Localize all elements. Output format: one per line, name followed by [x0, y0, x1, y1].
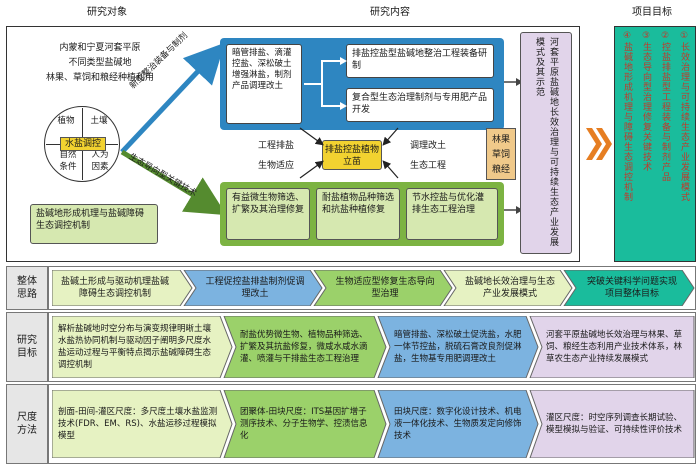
bio-box-microbe: 有益微生物筛选、扩繁及其治理修复	[226, 188, 310, 240]
row-band-methods	[48, 384, 696, 464]
flow-conditioning: 调理改土	[409, 141, 446, 151]
row-label-objectives-text: 研究目标	[17, 335, 37, 359]
goal-3: ③生态导向型治理修复关键技术	[641, 31, 651, 172]
approach-1: 盐碱土形成与驱动机理盐碱障碍生态调控机制	[60, 277, 169, 299]
header-goals: 项目目标	[632, 7, 672, 18]
row-label-approach-text: 整体思路	[17, 276, 37, 300]
bio-box-irrigation: 节水控盐与优化灌排生态工程治理	[406, 188, 498, 240]
object-region-2: 不同类型盐碱地	[68, 58, 132, 68]
row-label-methods: 尺度方法	[6, 384, 48, 464]
mechanism-box: 盐碱地形成机理与盐碱障碍生态调控机制	[30, 204, 158, 244]
method-2: 团聚体-田块尺度：ITS基因扩增子测序技术、分子生物学、控渍信息化	[240, 407, 368, 441]
pattern-text: 河套平原盐碱地长效治理与可持续生态产业发展模式及其示范	[534, 37, 558, 247]
arrow-upper	[120, 42, 225, 154]
quadrant-nature: 自然条件	[59, 150, 77, 172]
row-label-methods-text: 尺度方法	[17, 412, 37, 436]
method-1: 剖面-田间-灌区尺度：多尺度土壤水盐监测技术(FDR、EM、RS)、水盐运移过程…	[58, 407, 218, 441]
row-objectives-chevrons	[52, 316, 695, 378]
approach-5: 突破关键科学问题实现项目整体目标	[586, 277, 677, 299]
branch-arrows	[120, 42, 227, 216]
seedling-box: 排盐控盐植物立苗	[322, 140, 382, 170]
header-content: 研究内容	[370, 7, 410, 18]
goals-box: ①长效治理与可持续生态产业发展模式 ②控盐排盐型工程装备与制剂产品 ③生态导向型…	[614, 26, 696, 262]
flow-engineering: 工程排盐	[257, 141, 294, 151]
crops-box: 林果草饲粮经	[486, 128, 516, 180]
equipment-top-box: 排盐控盐型盐碱地整治工程装备研制	[346, 44, 494, 78]
crops-text: 林果草饲粮经	[491, 135, 510, 175]
row-label-objectives: 研究目标	[6, 312, 48, 382]
goal-chevrons	[586, 128, 612, 160]
quadrant-soil: 土壤	[90, 116, 108, 126]
approach-3: 生物适应型修复生态导向型治理	[335, 277, 435, 299]
water-salt-center: 水盐调控	[60, 137, 106, 151]
bio-box-plant: 耐盐植物品种筛选和抗盐种植修复	[316, 188, 400, 240]
arrow-lower	[120, 149, 227, 216]
equipment-connectors	[304, 57, 347, 110]
flow-eco-eng: 生态工程	[409, 161, 446, 171]
objective-2: 耐盐优势微生物、植物品种筛选、扩繁及其抗盐修复，微咸水咸水滴灌、喷灌与干排盐生态…	[240, 330, 368, 364]
object-region-3: 林果、草饲和粮经种植利用	[45, 73, 154, 83]
research-frame	[6, 26, 580, 262]
objective-1: 解析盐碱地时空分布与演变规律明晰土壤水盐热协同机制与驱动因子阐明多尺度水盐运动过…	[58, 324, 212, 370]
objective-4: 河套平原盐碱地长效治理与林果、草饲、粮经生态利用产业技术体系，林草农生态产业持续…	[546, 330, 683, 364]
approach-2: 工程促控盐排盐制剂促调理改土	[205, 277, 305, 299]
header-objects: 研究对象	[87, 7, 127, 18]
method-4: 灌区尺度：时空序列调查长期试验、模型模拟与验证、可持续性评价技术	[546, 413, 683, 435]
objective-3: 暗管排盐、深松破土促洗盐，水肥一体节控盐，脱硫石膏改良剂促淋盐，生物基专用肥调理…	[394, 330, 522, 364]
equipment-bottom-box: 复合型生态治理制剂与专用肥产品开发	[346, 88, 494, 122]
goal-1: ①长效治理与可持续生态产业发展模式	[679, 31, 689, 202]
row-methods-chevrons	[52, 390, 695, 458]
quadrant-plant: 植物	[57, 116, 75, 126]
object-region-1: 内蒙和宁夏河套平原	[59, 43, 141, 53]
pattern-box: 河套平原盐碱地长效治理与可持续生态产业发展模式及其示范	[520, 32, 572, 254]
flow-arrows	[299, 127, 399, 179]
row-band-approach	[48, 266, 696, 310]
approach-4: 盐碱地长效治理与生态产业发展模式	[464, 277, 555, 299]
goal-4: ④盐碱地形成机理与障碍生态调控机制	[622, 31, 632, 202]
flow-bio-adapt: 生物适应	[257, 161, 294, 171]
quadrant-human: 人为因素	[91, 150, 109, 172]
row-approach-chevrons	[52, 270, 695, 306]
goal-2: ②控盐排盐型工程装备与制剂产品	[660, 31, 670, 182]
method-3: 田块尺度：数字化设计技术、机电液一体化技术、生物质发定向修饰技术	[394, 407, 522, 441]
to-pattern-arrows	[504, 78, 523, 214]
row-label-approach: 整体思路	[6, 266, 48, 310]
equipment-left-box: 暗管排盐、滴灌控盐、深松破土增强淋盐，制剂产品调理改土	[226, 44, 302, 124]
row-band-objectives	[48, 312, 696, 382]
